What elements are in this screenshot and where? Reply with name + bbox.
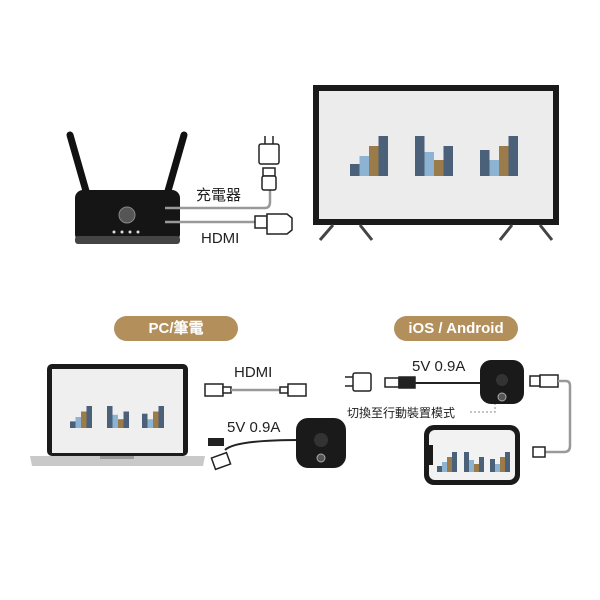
transmitter-mobile (415, 360, 524, 413)
charger-mobile (345, 372, 416, 392)
pc-section-pill: PC/筆電 (114, 316, 238, 341)
mobile-section-pill: iOS / Android (394, 316, 518, 341)
switch-mode-label: 切換至行動裝置模式 (347, 406, 456, 420)
screen-bar (480, 150, 490, 176)
screen-bar (147, 419, 153, 428)
screen-bar (359, 156, 369, 176)
screen-bar (424, 152, 434, 176)
receiver-device (66, 131, 188, 244)
screen-bar (434, 160, 444, 176)
charger-cable (165, 190, 272, 210)
power-label-mobile: 5V 0.9A (412, 358, 466, 375)
screen-bar (153, 411, 159, 428)
charger-icon (258, 136, 280, 191)
screen-bar (158, 406, 164, 428)
screen-bar (75, 417, 81, 428)
screen-bar (107, 406, 113, 428)
power-label-pc: 5V 0.9A (227, 419, 281, 436)
hdmi-label-top: HDMI (201, 230, 240, 247)
transmitter-pc (208, 418, 346, 471)
screen-bar (443, 146, 453, 176)
screen-bar (508, 136, 518, 176)
screen-bar (442, 462, 447, 472)
screen-bar (112, 414, 118, 428)
hdmi-cable-pc (204, 383, 307, 397)
charger-label: 充電器 (196, 187, 242, 204)
screen-bar (123, 411, 129, 428)
screen-bar (86, 406, 92, 428)
screen-bar (415, 136, 425, 176)
screen-bar (369, 146, 379, 176)
screen-bar (500, 457, 505, 472)
screen-bar (350, 164, 360, 176)
screen-bar (495, 464, 500, 472)
screen-bar (452, 452, 457, 472)
screen-bar (81, 411, 87, 428)
screen-bar (70, 421, 76, 428)
screen-bar (469, 460, 474, 472)
screen-bar (505, 452, 510, 472)
screen-bar (489, 160, 499, 176)
screen-bar (437, 466, 442, 472)
screen-bar (499, 146, 509, 176)
phone-cable (529, 374, 572, 458)
screen-bar (378, 136, 388, 176)
screen-bar (447, 457, 452, 472)
screen-bar (490, 459, 495, 472)
screen-bar (142, 413, 148, 428)
hdmi-cable-top (165, 213, 293, 235)
laptop (30, 364, 205, 466)
screen-bar (464, 452, 469, 472)
screen-bar (479, 457, 484, 472)
hdmi-label-pc: HDMI (234, 364, 273, 381)
screen-bar (118, 419, 124, 428)
screen-bar (474, 464, 479, 472)
